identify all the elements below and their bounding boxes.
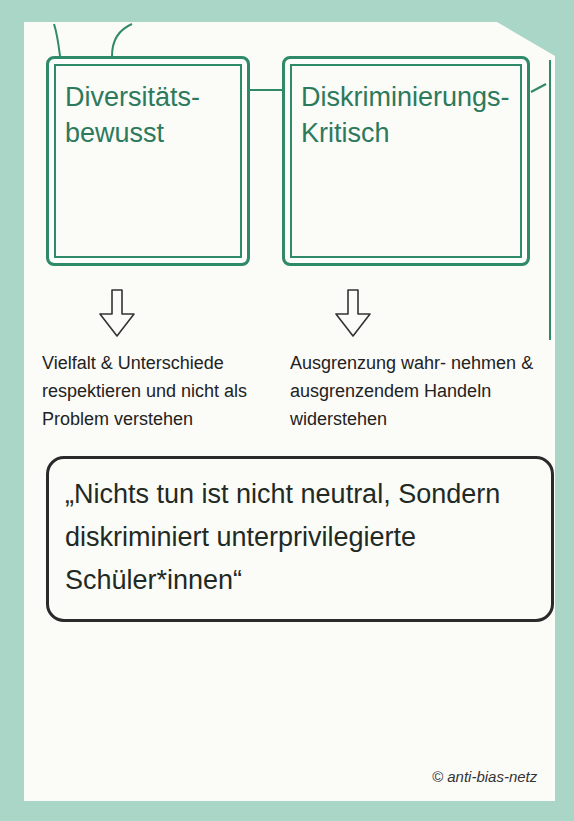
deco-line bbox=[531, 84, 546, 92]
explanation-text: Ausgrenzung wahr- nehmen & ausgrenzendem… bbox=[290, 350, 542, 434]
down-arrow bbox=[336, 290, 370, 336]
down-arrow bbox=[100, 290, 134, 336]
node-text: Diversitäts- bewusst bbox=[65, 79, 231, 152]
flipchart-paper bbox=[24, 22, 555, 801]
node-text: Diskriminierungs- Kritisch bbox=[301, 79, 511, 152]
copyright-note: © anti-bias-netz bbox=[432, 768, 552, 786]
concept-box: Diskriminierungs- Kritisch bbox=[282, 56, 530, 266]
deco-line bbox=[549, 60, 551, 340]
quote-box: „Nichts tun ist nicht neutral, Sondern d… bbox=[46, 456, 554, 622]
deco-line bbox=[54, 24, 60, 56]
concept-box: Diversitäts- bewusst bbox=[46, 56, 250, 266]
connector-line bbox=[250, 90, 282, 91]
deco-line bbox=[112, 24, 132, 56]
corner-notch bbox=[497, 22, 555, 56]
node-text: „Nichts tun ist nicht neutral, Sondern d… bbox=[65, 473, 535, 603]
explanation-text: Vielfalt & Unterschiede respektieren und… bbox=[42, 350, 274, 434]
